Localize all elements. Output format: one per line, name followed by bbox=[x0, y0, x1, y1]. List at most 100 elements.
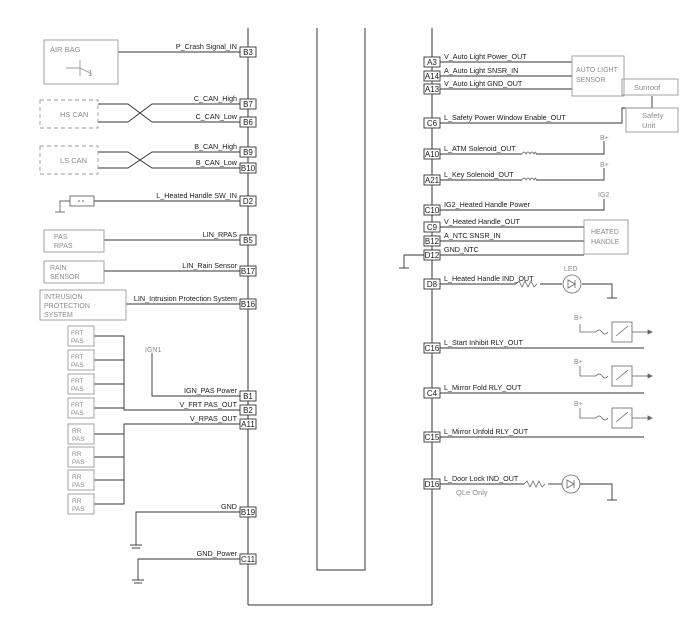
pin-number: A10 bbox=[425, 150, 440, 159]
sunroof-box: Sunroof bbox=[621, 78, 679, 96]
pin-box bbox=[239, 195, 257, 207]
auto-light-label-2: SENSOR bbox=[576, 77, 606, 84]
rain-sensor-label-1: RAIN bbox=[50, 265, 67, 272]
heated-handle-switch bbox=[55, 195, 95, 213]
signal-name: L_Mirror Unfold RLY_OUT bbox=[444, 427, 529, 436]
pin-number: C11 bbox=[241, 555, 256, 564]
signal-name: L_Key Solenoid_OUT bbox=[444, 170, 514, 179]
pin-box bbox=[239, 506, 257, 518]
frt-pas-4-a: FRT bbox=[71, 402, 84, 409]
signal-name: V_RPAS_OUT bbox=[190, 414, 238, 423]
pin-box bbox=[239, 46, 257, 58]
frt-pas-3-a: FRT bbox=[71, 378, 84, 385]
pin-number: B16 bbox=[241, 300, 256, 309]
signal-name: LIN_Rain Sensor bbox=[182, 261, 237, 270]
sunroof-label: Sunroof bbox=[634, 83, 661, 92]
heated-handle-box: HEATED HANDLE bbox=[583, 219, 629, 255]
pin-box bbox=[239, 162, 257, 174]
b-plus-label-5: B+ bbox=[574, 401, 583, 408]
frt-pas-4-b: PAS bbox=[71, 410, 84, 417]
pin-number: D2 bbox=[243, 197, 254, 206]
pin-number: B9 bbox=[243, 148, 253, 157]
frt-pas-2-b: PAS bbox=[71, 362, 84, 369]
left-pin-b3: B3 P_Crash Signal_IN bbox=[176, 42, 257, 58]
air-bag-unit: AIR BAG 1 bbox=[43, 39, 119, 85]
hs-can-label: HS CAN bbox=[60, 110, 88, 119]
mirror-fold-relay bbox=[579, 365, 653, 387]
pin-number: C16 bbox=[425, 344, 440, 353]
pin-box bbox=[239, 418, 257, 430]
right-wiring bbox=[399, 61, 653, 501]
pin-number: B2 bbox=[243, 406, 253, 415]
door-lock-indicator bbox=[523, 474, 581, 494]
rr-pas-2-b: PAS bbox=[72, 459, 85, 466]
frt-pas-1-b: PAS bbox=[71, 338, 84, 345]
left-pin-d2: D2L_Heated Handle SW_IN bbox=[156, 191, 257, 207]
pin-number: B10 bbox=[241, 164, 256, 173]
pin-number: B17 bbox=[241, 267, 256, 276]
right-pin-c4: C4 L_Mirror Fold RLY_OUT bbox=[423, 383, 522, 399]
signal-name: GND bbox=[221, 502, 237, 511]
ls-can-box: LS CAN bbox=[39, 145, 99, 175]
hs-can-box: HS CAN bbox=[39, 99, 99, 129]
signal-name: A_Auto Light SNSR_IN bbox=[444, 66, 518, 75]
rain-sensor-label-2: SENSOR bbox=[50, 274, 80, 281]
safety-unit-label-1: Safety bbox=[642, 111, 664, 120]
pin-number: C4 bbox=[427, 389, 438, 398]
pin-box bbox=[239, 98, 257, 110]
pin-number: B3 bbox=[243, 48, 253, 57]
rpas-label-1: PAS bbox=[54, 234, 68, 241]
led-indicator bbox=[515, 274, 582, 294]
intrusion-label-3: SYSTEM bbox=[44, 312, 73, 319]
b-plus-label-2: B+ bbox=[600, 162, 609, 169]
frt-pas-1-a: FRT bbox=[71, 330, 84, 337]
signal-name: A_NTC SNSR_IN bbox=[444, 231, 501, 240]
frt-pas-labels: FRT PAS FRT PAS FRT PAS FRT PAS bbox=[71, 330, 84, 417]
signal-name: B_CAN_Low bbox=[196, 158, 238, 167]
ig2-label: IG2 bbox=[598, 192, 609, 199]
right-components: AUTO LIGHT SENSOR Sunroof Safety Unit B+… bbox=[399, 55, 679, 501]
pin-number: C6 bbox=[427, 119, 438, 128]
pin-box bbox=[239, 146, 257, 158]
air-bag-label: AIR BAG bbox=[50, 45, 81, 54]
pin-number: A13 bbox=[425, 85, 440, 94]
pin-number: D8 bbox=[427, 280, 438, 289]
right-pin-b12: B12 A_NTC SNSR_IN bbox=[423, 231, 501, 247]
signal-name: P_Crash Signal_IN bbox=[176, 42, 237, 51]
rr-pas-4-b: PAS bbox=[72, 506, 85, 513]
signal-name: L_Mirror Fold RLY_OUT bbox=[444, 383, 522, 392]
pin-number: D16 bbox=[425, 480, 440, 489]
intrusion-label-2: PROTECTION bbox=[44, 303, 90, 310]
pin-box bbox=[239, 234, 257, 246]
right-pin-d8: D8L_Heated Handle IND_OUT bbox=[423, 274, 534, 290]
relays bbox=[579, 321, 653, 429]
pin-number: B5 bbox=[243, 236, 253, 245]
pin-number: C15 bbox=[425, 433, 440, 442]
intrusion-box: INTRUSION PROTECTION SYSTEM bbox=[39, 289, 127, 321]
ign1-label: IGN1 bbox=[145, 347, 161, 354]
pin-number: A11 bbox=[241, 420, 255, 429]
module-body bbox=[247, 28, 433, 606]
rpas-label-2: RPAS bbox=[54, 243, 73, 250]
signal-name: B_CAN_High bbox=[194, 142, 237, 151]
rr-pas-1-a: RR bbox=[72, 428, 82, 435]
pin-number: C10 bbox=[425, 206, 440, 215]
pin-number: B12 bbox=[425, 237, 440, 246]
signal-name: L_Door Lock IND_OUT bbox=[444, 474, 519, 483]
left-pin-b17: B17 LIN_Rain Sensor bbox=[182, 261, 257, 277]
led-label: LED bbox=[564, 266, 578, 273]
rr-pas-sensors bbox=[67, 423, 95, 515]
start-inhibit-relay bbox=[579, 321, 653, 343]
signal-name: C_CAN_Low bbox=[195, 112, 237, 121]
